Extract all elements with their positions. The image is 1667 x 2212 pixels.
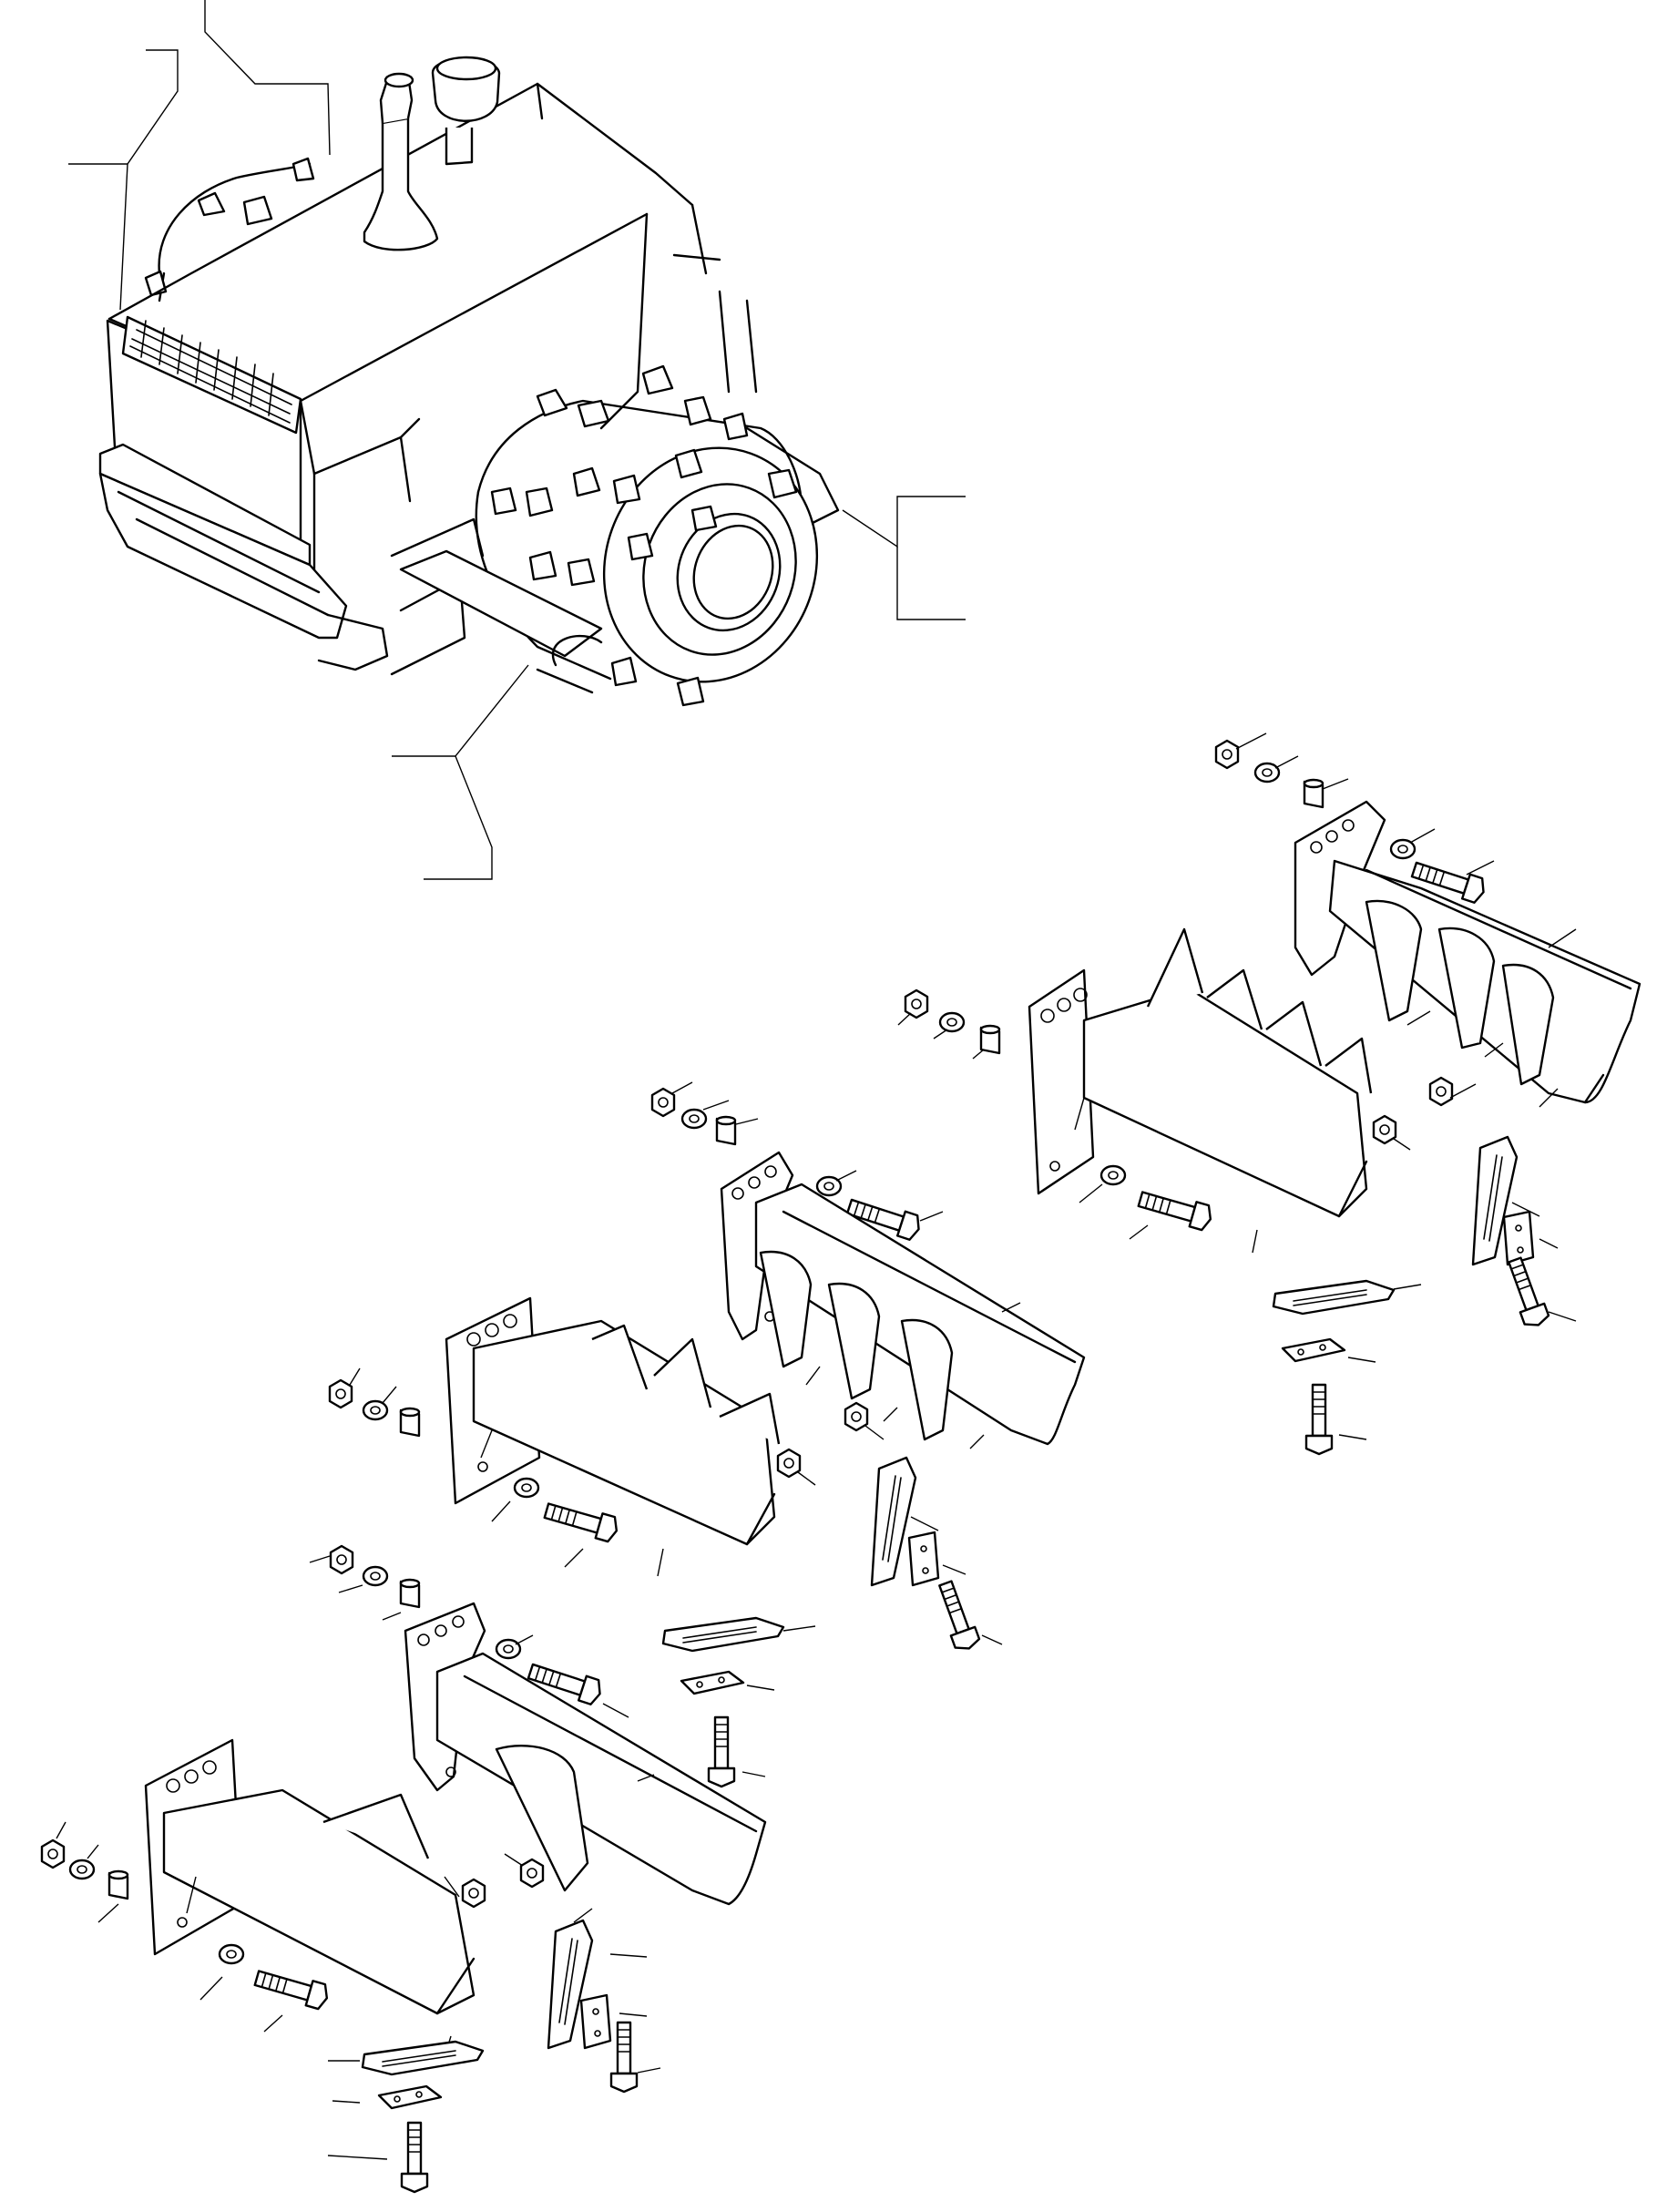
nut (1372, 1114, 1397, 1145)
scraper-set-middle (328, 1081, 1086, 1788)
slotted-plate (661, 1616, 785, 1653)
nut (40, 1838, 66, 1869)
bolt (400, 2121, 429, 2194)
spacer (399, 1578, 421, 1609)
spacer (979, 1024, 1001, 1055)
nut (1428, 1076, 1454, 1107)
small-plate (680, 1670, 745, 1695)
small-plate (1502, 1210, 1535, 1266)
bolt (1304, 1383, 1334, 1456)
bolt (932, 1578, 983, 1654)
washer (362, 1399, 389, 1421)
nut (461, 1878, 486, 1909)
spacer (399, 1407, 421, 1438)
bolt (1501, 1254, 1552, 1331)
padfoot-drum (475, 364, 840, 707)
washer (1099, 1164, 1127, 1186)
exhaust-stack (363, 72, 439, 251)
leader-line (424, 664, 529, 880)
nut (519, 1858, 545, 1889)
small-plate (1281, 1337, 1346, 1363)
leader-line (896, 547, 966, 620)
leader-line (204, 0, 331, 156)
nut (904, 988, 929, 1019)
small-plate (579, 1993, 612, 2050)
washer (495, 1638, 522, 1660)
washer (218, 1943, 245, 1965)
compactor-machine (68, 0, 966, 880)
front-grille (121, 315, 302, 435)
nut (844, 1401, 869, 1432)
slotted-plate (361, 2040, 485, 2076)
air-intake-cap (431, 56, 501, 166)
slotted-plate (1272, 1279, 1396, 1316)
washer (938, 1011, 966, 1033)
scraper-set-top-right (897, 732, 1641, 1456)
bolt (609, 2021, 639, 2094)
leader-line (842, 496, 966, 548)
scraper-set-bottom-left (40, 1544, 767, 2194)
leader-line (119, 163, 128, 311)
washer (1253, 762, 1281, 783)
bolt (707, 1715, 736, 1788)
small-plate (377, 2084, 443, 2110)
bolt (541, 1497, 621, 1544)
spacer (715, 1115, 737, 1146)
nut (329, 1544, 354, 1575)
small-plate (907, 1531, 940, 1587)
spacer (107, 1869, 129, 1900)
washer (362, 1565, 389, 1587)
nut (650, 1087, 676, 1118)
nut (1214, 739, 1240, 770)
nut (328, 1378, 353, 1409)
washer (680, 1108, 708, 1130)
washer (513, 1477, 540, 1499)
bolt (251, 1964, 332, 2012)
nut (776, 1448, 802, 1479)
spacer (1303, 778, 1324, 809)
slotted-plate (870, 1456, 917, 1587)
leader-line (68, 49, 179, 165)
washer (68, 1859, 96, 1880)
bolt (1135, 1185, 1215, 1233)
